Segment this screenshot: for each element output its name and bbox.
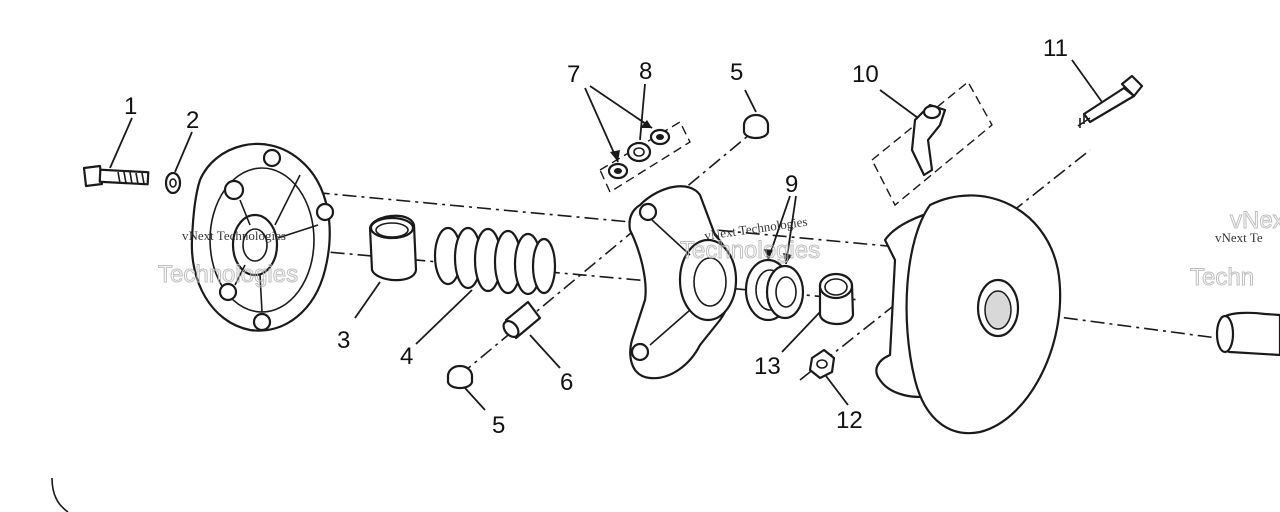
callout-8: 8 (639, 58, 652, 85)
callout-1: 1 (124, 93, 137, 120)
watermark-big-right: Techn (1190, 264, 1254, 291)
part-1-bolt (82, 164, 150, 188)
watermarks: vNext Technologies Technologies vNext Te… (158, 207, 1280, 292)
callout-5-bottom: 5 (492, 412, 505, 439)
watermark-text-right: vNext Te (1215, 230, 1263, 245)
part-6-pin (502, 300, 542, 340)
callout-12: 12 (836, 407, 863, 434)
part-2-washer (164, 171, 182, 195)
part-5-bushing-bottom (446, 364, 474, 390)
callout-9: 9 (785, 171, 798, 198)
callout-6: 6 (560, 369, 573, 396)
part-3-ring (368, 214, 418, 282)
part-7-nut-right (649, 128, 671, 146)
group-box-10 (871, 80, 993, 207)
cover-spider (190, 142, 335, 332)
movable-sheave (628, 185, 738, 380)
part-4-spring (433, 226, 557, 296)
part-8-roller (626, 141, 652, 163)
part-7-nut-left (607, 162, 629, 180)
callout-3: 3 (337, 327, 350, 354)
callout-2: 2 (186, 107, 199, 134)
leader-lines (109, 59, 1103, 411)
part-5-bushing-top (742, 113, 770, 140)
nut-centerline (799, 149, 1091, 381)
crankshaft-stub (1215, 311, 1280, 357)
callout-4: 4 (400, 343, 413, 370)
part-9-bearing (744, 258, 805, 322)
callout-labels: 1 2 3 4 5 5 6 7 8 9 10 11 12 13 (124, 35, 1068, 439)
watermark-big-left: Technologies (158, 261, 298, 288)
part-11-bolt (1077, 74, 1144, 128)
stationary-sheave (875, 194, 1062, 435)
edge-arc (51, 477, 69, 512)
watermark-text-left: vNext Technologies (182, 228, 286, 243)
part-13-bushing (818, 272, 855, 326)
part-12-nut (808, 348, 836, 380)
callout-13: 13 (754, 353, 781, 380)
watermark-fragment-right: vNext (1230, 207, 1280, 234)
callout-11: 11 (1043, 35, 1068, 62)
callout-5-top: 5 (730, 59, 743, 86)
watermark-big-center: Technologies (680, 237, 820, 264)
callout-10: 10 (852, 61, 879, 88)
part-10-weight (910, 103, 947, 177)
callout-7: 7 (567, 61, 580, 88)
